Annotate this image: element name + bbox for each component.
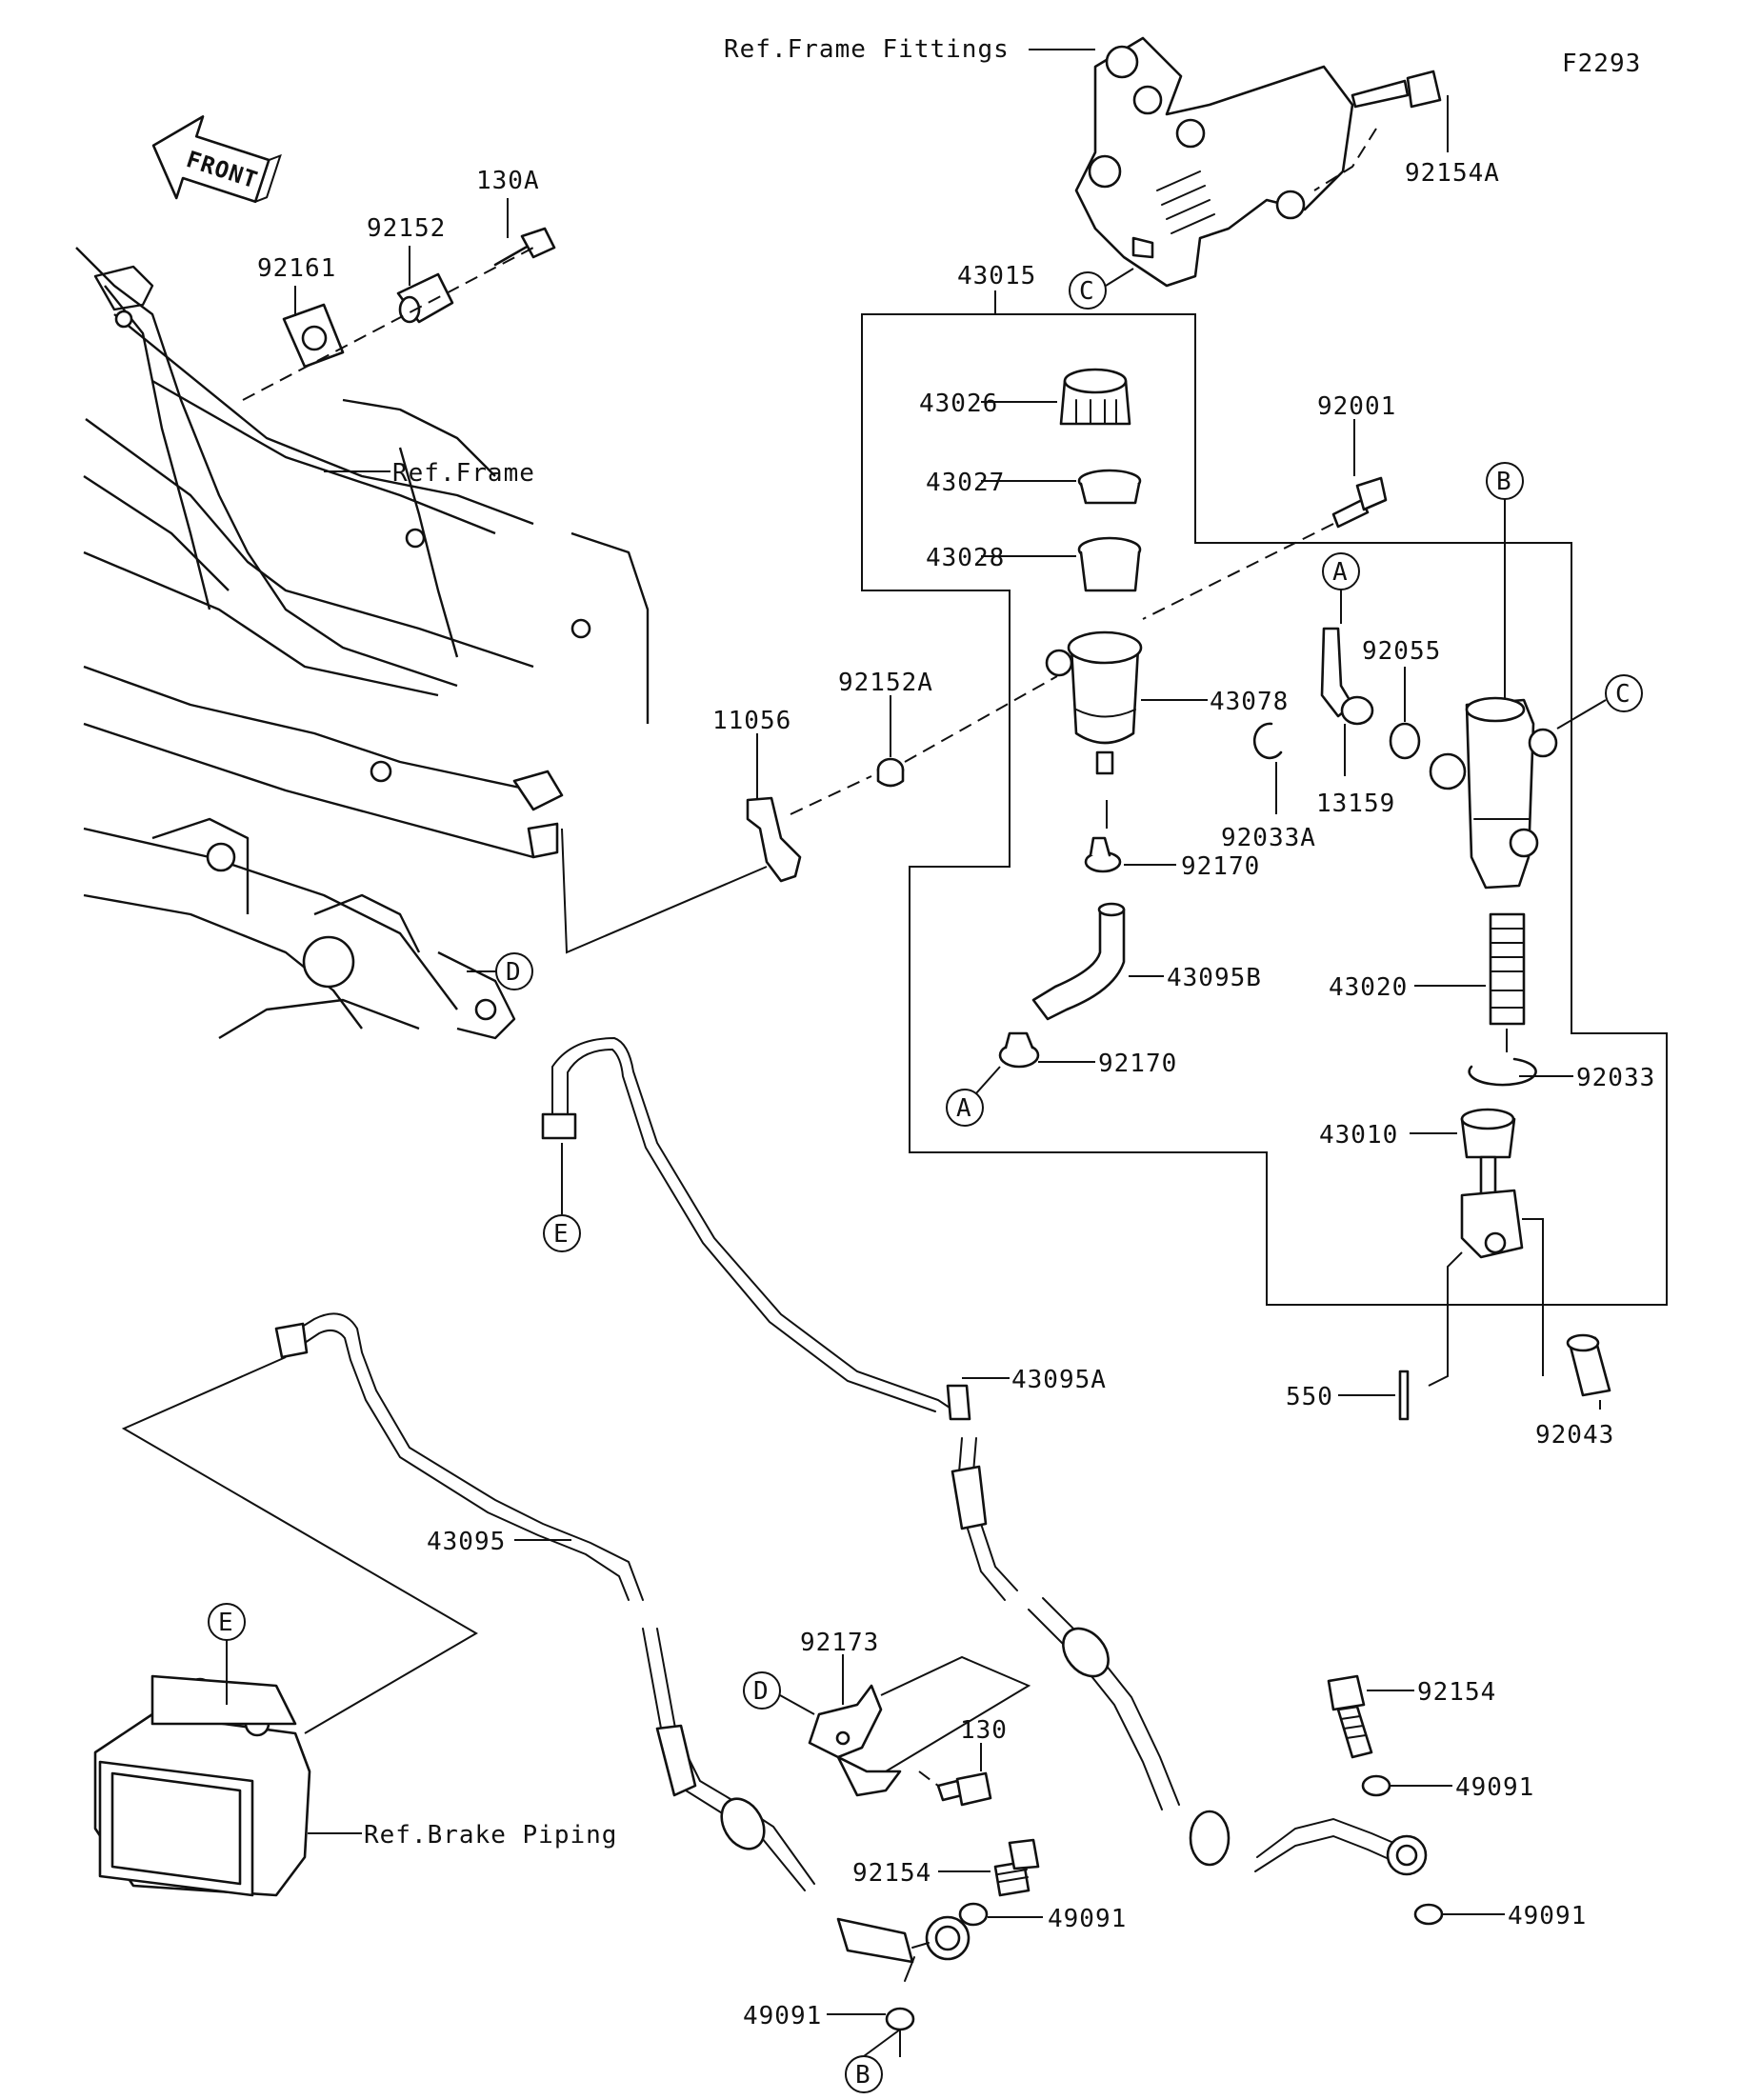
clamp-92170-lower <box>998 1031 1040 1069</box>
part-43028: 43028 <box>926 544 1005 572</box>
part-92154A: 92154A <box>1405 159 1500 188</box>
reservoir-cap-43026 <box>1059 368 1131 426</box>
part-92043: 92043 <box>1535 1421 1614 1450</box>
pin-92043 <box>1566 1333 1611 1397</box>
part-43020: 43020 <box>1329 973 1408 1002</box>
part-92152A: 92152A <box>838 669 933 697</box>
abs-unit <box>93 1674 311 1897</box>
circlip-92033A <box>1252 722 1283 760</box>
callout-b-top: B <box>1486 462 1524 500</box>
svg-text:C: C <box>1079 277 1095 306</box>
svg-text:B: B <box>1496 468 1512 496</box>
frame-fittings-bracket <box>1074 36 1354 288</box>
part-550: 550 <box>1286 1383 1333 1411</box>
part-43015: 43015 <box>957 262 1036 290</box>
part-43078: 43078 <box>1210 688 1289 716</box>
washer-49091-b <box>885 2007 915 2031</box>
ref-brake-piping-label: Ref.Brake Piping <box>364 1821 617 1850</box>
brake-line-43095A <box>541 1036 971 1421</box>
diaphragm-43028 <box>1077 536 1142 592</box>
callout-a-top: A <box>1322 552 1360 590</box>
washer-49091-a <box>958 1902 989 1927</box>
part-92154-right: 92154 <box>1417 1678 1496 1707</box>
svg-text:E: E <box>218 1609 234 1637</box>
ref-frame-fittings-label: Ref.Frame Fittings <box>724 35 1010 64</box>
washer-49091-d <box>1413 1903 1444 1926</box>
front-arrow-icon: FRONT <box>151 115 282 204</box>
circlip-92033 <box>1468 1057 1537 1087</box>
piston-43020 <box>1489 912 1526 1026</box>
bolt-130 <box>936 1771 992 1807</box>
part-43095B: 43095B <box>1167 964 1262 992</box>
motorcycle-frame <box>75 247 650 1040</box>
clamp-92170-upper <box>1084 836 1122 873</box>
fitting-13159 <box>1320 627 1374 726</box>
bolt-92154A <box>1351 70 1442 109</box>
part-11056: 11056 <box>712 707 791 735</box>
reservoir-43078 <box>1045 630 1143 775</box>
part-92033A: 92033A <box>1221 824 1316 852</box>
collar-92152 <box>396 272 454 324</box>
part-43095A: 43095A <box>1011 1366 1107 1394</box>
bolt-92001 <box>1331 476 1388 529</box>
part-43027: 43027 <box>926 469 1005 497</box>
bracket-92173 <box>808 1684 902 1797</box>
svg-text:C: C <box>1615 680 1631 709</box>
part-43010: 43010 <box>1319 1121 1398 1150</box>
banjo-bolt-92154-right <box>1327 1674 1373 1759</box>
part-43095: 43095 <box>427 1528 506 1556</box>
part-49091-b: 49091 <box>743 2002 822 2030</box>
part-49091-a: 49091 <box>1048 1905 1127 1933</box>
callout-e-abs: E <box>208 1603 246 1641</box>
callout-a-bottom: A <box>946 1089 984 1127</box>
callout-d-frame: D <box>495 952 533 990</box>
callout-c-right: C <box>1605 674 1643 712</box>
part-13159: 13159 <box>1316 790 1395 818</box>
svg-text:A: A <box>956 1094 972 1123</box>
cotter-pin-550 <box>1398 1370 1410 1421</box>
callout-b-bottom: B <box>845 2055 883 2093</box>
hose-lower-left <box>642 1628 971 1982</box>
hose-lower-right <box>951 1437 1428 1876</box>
bolt-130A <box>493 227 556 267</box>
banjo-bolt-92154-left <box>993 1838 1040 1897</box>
part-92161: 92161 <box>257 254 336 283</box>
part-92001: 92001 <box>1317 392 1396 421</box>
part-92170-lower: 92170 <box>1098 1050 1177 1078</box>
washer-49091-c <box>1361 1774 1391 1797</box>
brake-line-43095 <box>274 1312 644 1601</box>
part-92173: 92173 <box>800 1629 879 1657</box>
part-130A: 130A <box>476 167 540 195</box>
figure-code: F2293 <box>1562 50 1641 78</box>
callout-c-top: C <box>1069 271 1107 310</box>
callout-e-left: E <box>543 1214 581 1252</box>
part-43026: 43026 <box>919 390 998 418</box>
master-cylinder-body <box>1429 696 1558 890</box>
damper-92161 <box>282 303 345 369</box>
svg-text:A: A <box>1332 558 1349 587</box>
svg-text:D: D <box>753 1677 770 1706</box>
bracket-11056 <box>746 796 802 883</box>
part-92152: 92152 <box>367 214 446 243</box>
part-92170-upper: 92170 <box>1181 852 1260 881</box>
hose-43095B <box>1031 908 1126 1021</box>
o-ring-92055 <box>1389 722 1421 760</box>
diaphragm-plate-43027 <box>1077 469 1142 505</box>
part-49091-d: 49091 <box>1508 1902 1587 1930</box>
subassembly-43015-bracket <box>861 313 1668 1306</box>
svg-text:D: D <box>506 958 522 987</box>
callout-d-lower: D <box>743 1671 781 1710</box>
part-92154-left: 92154 <box>852 1859 931 1888</box>
svg-text:E: E <box>553 1220 570 1249</box>
push-rod-43010 <box>1460 1108 1524 1259</box>
part-92055: 92055 <box>1362 637 1441 666</box>
part-130: 130 <box>960 1716 1008 1745</box>
part-49091-c: 49091 <box>1455 1773 1534 1802</box>
part-92033: 92033 <box>1576 1064 1655 1092</box>
svg-text:B: B <box>855 2061 871 2090</box>
ref-frame-label: Ref.Frame <box>392 459 535 488</box>
